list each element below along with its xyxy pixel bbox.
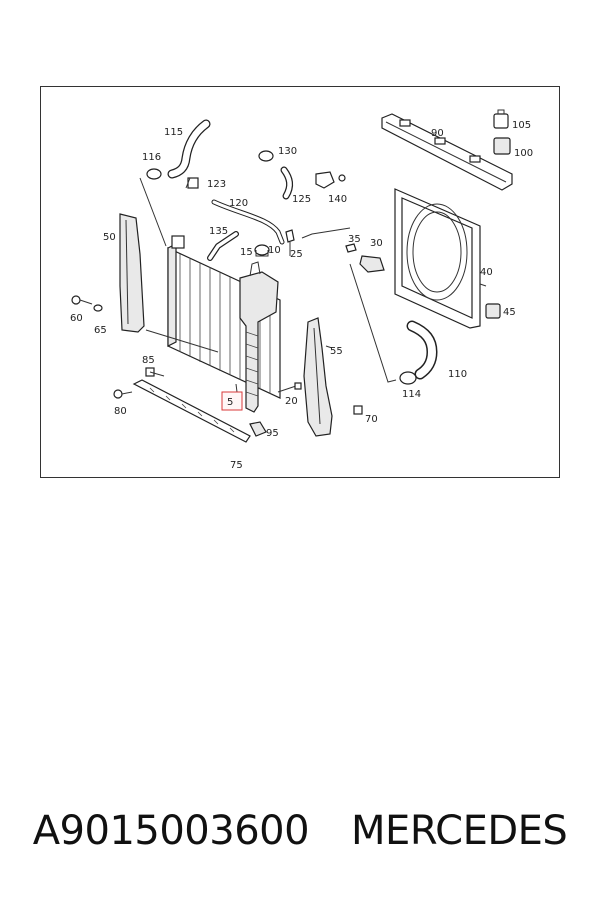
part-lower-seal[interactable] xyxy=(132,379,251,443)
part-bolt-80[interactable] xyxy=(113,389,133,399)
part-hose-125[interactable] xyxy=(280,166,294,200)
callout-10: 10 xyxy=(268,245,281,256)
part-pad-100[interactable] xyxy=(493,137,511,155)
callout-5-highlighted[interactable]: 5 xyxy=(227,397,233,408)
callout-15: 15 xyxy=(240,247,253,258)
parts-diagram: 115 116 123 120 135 130 125 140 15 10 25… xyxy=(40,86,560,478)
part-bolt-60[interactable] xyxy=(71,295,93,305)
callout-95: 95 xyxy=(266,428,279,439)
part-clamp-114[interactable] xyxy=(399,371,417,385)
part-air-duct-right[interactable] xyxy=(303,317,333,437)
callout-123: 123 xyxy=(207,179,226,190)
callout-85: 85 xyxy=(142,355,155,366)
part-screw-20[interactable] xyxy=(277,382,302,393)
exploded-view-drawing: 115 116 123 120 135 130 125 140 15 10 25… xyxy=(40,86,560,478)
part-sensor-30[interactable] xyxy=(359,255,385,273)
callout-80: 80 xyxy=(114,406,127,417)
callout-125: 125 xyxy=(292,194,311,205)
part-fan-shroud[interactable] xyxy=(394,188,481,329)
callout-55: 55 xyxy=(330,346,343,357)
highlighted-callout-box[interactable] xyxy=(221,391,243,411)
callout-135: 135 xyxy=(209,226,228,237)
part-clamp-116[interactable] xyxy=(146,168,162,180)
part-number: A9015003600 xyxy=(32,808,310,854)
diagram-border xyxy=(40,86,560,478)
part-upper-crossmember[interactable] xyxy=(381,113,513,191)
callout-75: 75 xyxy=(230,460,243,471)
part-bolt-35[interactable] xyxy=(345,243,357,253)
part-side-tank[interactable] xyxy=(239,261,279,413)
callout-114: 114 xyxy=(402,389,421,400)
part-lower-hose-110[interactable] xyxy=(406,320,438,380)
brand-name: MERCEDES xyxy=(351,808,568,854)
callout-116: 116 xyxy=(142,152,161,163)
callout-25: 25 xyxy=(290,249,303,260)
part-upper-hose-115[interactable] xyxy=(167,119,211,179)
part-cap-10[interactable] xyxy=(254,244,270,257)
callout-45: 45 xyxy=(503,307,516,318)
callout-90: 90 xyxy=(431,128,444,139)
callout-65: 65 xyxy=(94,325,107,336)
callout-70: 70 xyxy=(365,414,378,425)
part-fitting-25[interactable] xyxy=(285,229,295,256)
callout-50: 50 xyxy=(103,232,116,243)
part-air-duct-left[interactable] xyxy=(119,213,145,333)
callout-100: 100 xyxy=(514,148,533,159)
callout-35: 35 xyxy=(348,234,361,245)
callout-120: 120 xyxy=(229,198,248,209)
part-clip-105[interactable] xyxy=(493,109,509,129)
callout-130: 130 xyxy=(278,146,297,157)
part-caption: A9015003600 MERCEDES xyxy=(0,806,600,856)
callout-labels: 115 116 123 120 135 130 125 140 15 10 25… xyxy=(70,120,533,471)
part-hose-135[interactable] xyxy=(207,231,239,261)
callout-105: 105 xyxy=(512,120,531,131)
part-clip-70[interactable] xyxy=(353,405,363,415)
part-clip-45[interactable] xyxy=(485,303,501,319)
callout-20: 20 xyxy=(285,396,298,407)
part-connector-140[interactable] xyxy=(315,171,346,189)
part-clamp-130[interactable] xyxy=(258,150,274,162)
part-mount-95[interactable] xyxy=(249,421,267,437)
callout-115: 115 xyxy=(164,127,183,138)
part-pipe-120[interactable] xyxy=(211,199,285,245)
callout-140: 140 xyxy=(328,194,347,205)
callout-110: 110 xyxy=(448,369,467,380)
part-washer-65[interactable] xyxy=(93,304,103,312)
callout-30: 30 xyxy=(370,238,383,249)
callout-60: 60 xyxy=(70,313,83,324)
callout-40: 40 xyxy=(480,267,493,278)
